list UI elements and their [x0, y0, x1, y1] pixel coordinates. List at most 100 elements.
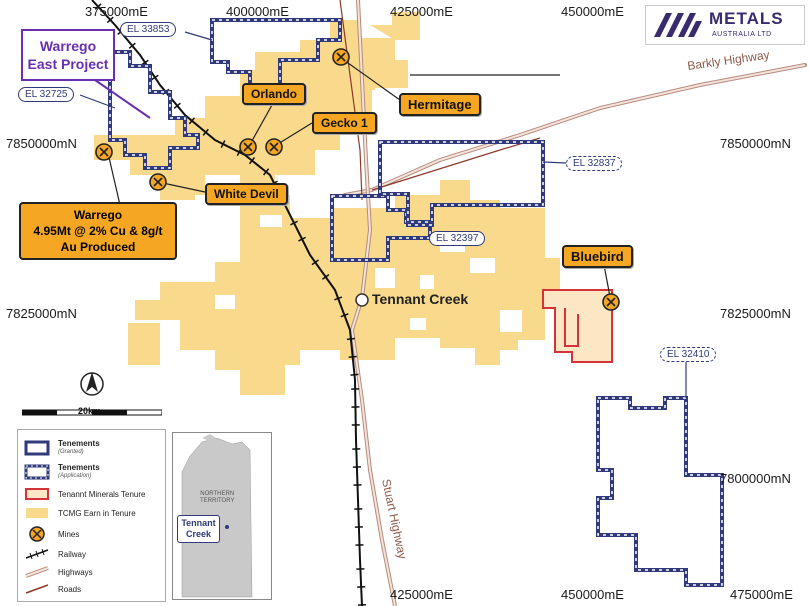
railway-tie — [141, 59, 149, 66]
callout-bluebird: Bluebird — [562, 245, 633, 268]
callout-warrego: Warrego 4.95Mt @ 2% Cu & 8g/t Au Produce… — [19, 202, 177, 260]
logo-name: METALS — [709, 9, 784, 28]
legend-row-mines: Mines — [24, 526, 79, 542]
railway-tie — [290, 220, 298, 226]
railway-tie — [340, 313, 349, 318]
north-arrow-icon — [80, 372, 104, 396]
callout-gecko: Gecko 1 — [312, 112, 377, 134]
coord-right-7825000: 7825000mN — [720, 306, 791, 321]
inset-town-line1: Tennant — [181, 518, 216, 528]
inset-territory-label: NORTHERN TERRITORY — [200, 491, 234, 505]
mine-icon — [29, 526, 45, 542]
legend-row-roads: Roads — [24, 581, 81, 597]
callout-orlando: Orlando — [242, 83, 307, 105]
inset-map — [172, 432, 272, 600]
railway-tie — [322, 274, 330, 280]
scale-bar — [22, 372, 162, 416]
legend-roads: Roads — [58, 584, 82, 594]
mine-warrego-icon — [95, 143, 113, 161]
railway-tie — [248, 157, 256, 165]
warrego-line3: Au Produced — [60, 240, 136, 254]
railway-tie — [346, 337, 355, 341]
railway-tie — [311, 259, 319, 266]
road — [339, 0, 363, 201]
tag-el32397: EL 32397 — [429, 231, 486, 246]
coord-top-450000: 450000mE — [561, 4, 624, 19]
legend-row-tcmg: TCMG Earn in Tenure — [24, 505, 136, 521]
coord-bottom-425000: 425000mE — [390, 587, 453, 602]
project-line2: East Project — [27, 56, 109, 72]
logo-mark-icon — [654, 13, 702, 37]
mine-orlando-icon — [239, 138, 257, 156]
railway-tie — [151, 74, 159, 81]
railway-tie — [348, 355, 357, 359]
coord-top-400000: 400000mE — [226, 4, 289, 19]
coord-bottom-450000: 450000mE — [561, 587, 624, 602]
railway-tie — [188, 117, 196, 125]
tag-el32837: EL 32837 — [566, 156, 623, 171]
coord-right-7850000: 7850000mN — [720, 136, 791, 151]
mine-gecko-icon — [265, 138, 283, 156]
mine-bluebird-icon — [602, 293, 620, 311]
legend-granted-sub: (Granted) — [58, 449, 84, 455]
metals-australia-logo: METALS AUSTRALIA LTD — [645, 5, 805, 45]
inset-territory-line2: TERRITORY — [200, 498, 235, 504]
barkly-highway — [343, 63, 807, 197]
railway-tie — [298, 236, 306, 242]
mine-hermitage-icon — [332, 48, 350, 66]
coord-right-7800000: 7800000mN — [720, 471, 791, 486]
legend-tennant-minerals: Tenannt Minerals Tenure — [58, 489, 146, 499]
coord-top-375000: 375000mE — [85, 4, 148, 19]
logo-sub: AUSTRALIA LTD — [712, 31, 772, 38]
tag-el32410: EL 32410 — [660, 347, 717, 362]
legend-railway: Railway — [58, 549, 87, 559]
mine-white-devil-icon — [149, 173, 167, 191]
legend-application-title: Tenements — [58, 463, 100, 472]
callout-white-devil: White Devil — [205, 183, 288, 205]
barkly-highway-label: Barkly Highway — [686, 48, 770, 73]
tag-el32725: EL 32725 — [18, 87, 75, 102]
coord-left-7850000: 7850000mN — [6, 136, 77, 151]
warrego-east-project-label: Warrego East Project — [21, 29, 115, 81]
callout-hermitage: Hermitage — [399, 93, 481, 116]
map-legend: Tenements(Granted) Tenements(Application… — [17, 429, 166, 602]
coord-top-425000: 425000mE — [390, 4, 453, 19]
tennant-minerals-tenure — [542, 289, 613, 363]
tenure-gaps — [215, 215, 522, 332]
legend-tcmg: TCMG Earn in Tenure — [58, 508, 136, 518]
tag-el33853: EL 33853 — [120, 22, 177, 37]
granted-tenements-dash — [109, 51, 431, 261]
railway-tie — [94, 3, 102, 10]
legend-row-highways: Highways — [24, 564, 93, 580]
railway-tie — [220, 140, 226, 148]
railway-tie — [173, 102, 181, 109]
legend-row-granted: Tenements(Granted) — [24, 439, 100, 456]
legend-application-sub: (Application) — [58, 473, 92, 479]
inset-town-line2: Creek — [185, 529, 212, 539]
warrego-line1: Warrego — [73, 208, 123, 222]
inset-town-label: Tennant Creek — [177, 515, 220, 543]
tennant-creek-label: Tennant Creek — [372, 291, 468, 307]
inset-territory-line1: NORTHERN — [200, 491, 235, 497]
legend-mines: Mines — [58, 529, 80, 539]
scale-label: 20km — [78, 406, 102, 416]
coord-left-7825000: 7825000mN — [6, 306, 77, 321]
coord-bottom-475000: 475000mE — [730, 587, 793, 602]
legend-row-application: Tenements(Application) — [24, 463, 100, 480]
railway-tie — [202, 128, 209, 136]
legend-row-railway: Railway — [24, 546, 86, 562]
mine-markers — [95, 48, 620, 311]
railway-tie — [262, 168, 270, 176]
tennant-creek-marker — [355, 293, 369, 307]
legend-highways: Highways — [58, 567, 93, 577]
railway-tie — [334, 296, 343, 301]
legend-row-tennant-minerals: Tenannt Minerals Tenure — [24, 486, 145, 502]
railway-tie — [128, 42, 136, 49]
railway-tie — [350, 373, 359, 376]
warrego-line2: 4.95Mt @ 2% Cu & 8g/t — [33, 224, 163, 238]
legend-granted-title: Tenements — [58, 439, 100, 448]
railway-tie — [106, 16, 114, 24]
project-line1: Warrego — [39, 38, 97, 54]
